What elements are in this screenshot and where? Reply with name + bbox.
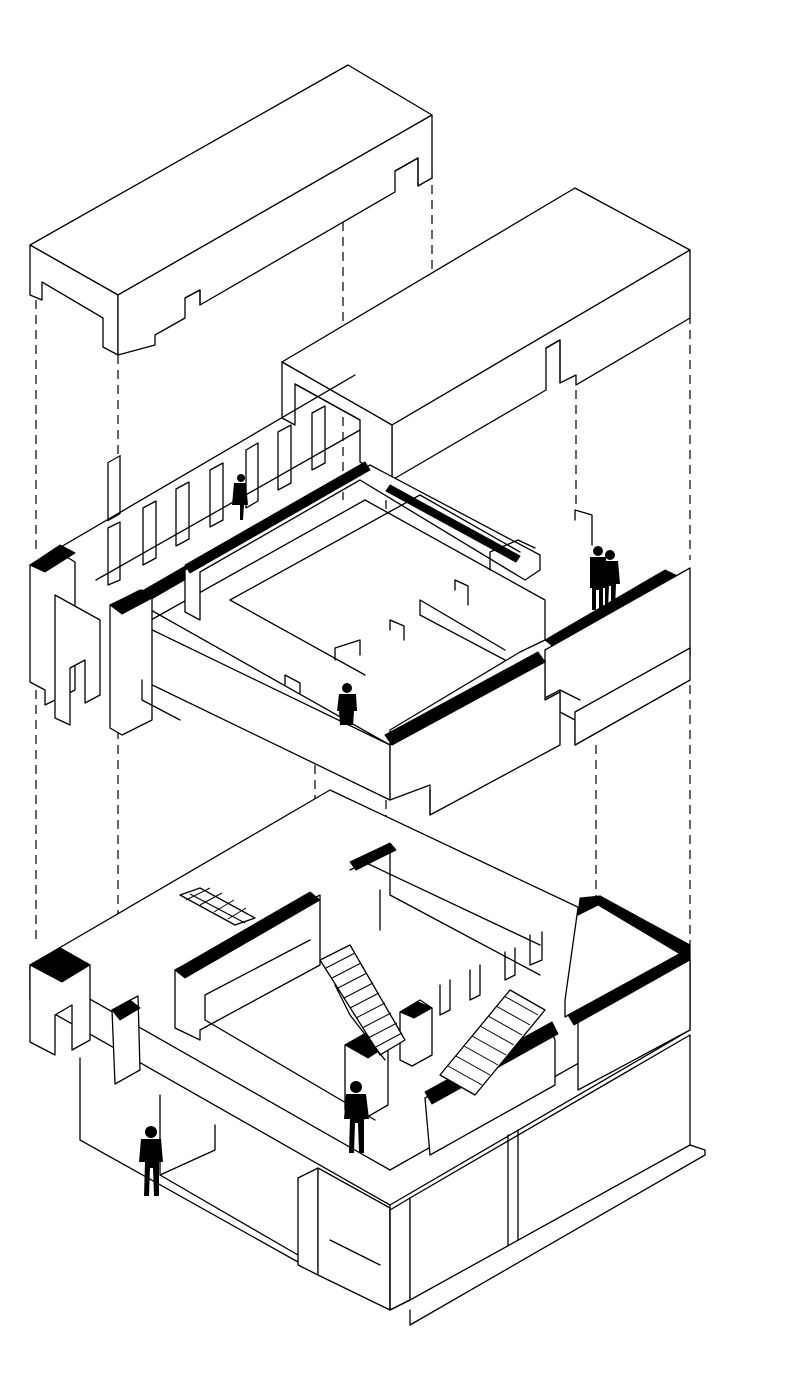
- roof-beam: [29, 64, 433, 356]
- lower-floor: [29, 789, 691, 1206]
- ground-base: [79, 1034, 706, 1326]
- person-silhouette: [232, 474, 248, 520]
- person-silhouette: [602, 550, 620, 608]
- person-silhouette: [344, 1081, 369, 1153]
- upper-floor: [29, 374, 691, 816]
- stair-flight-center: [319, 944, 406, 1061]
- stair-flight-rear: [179, 887, 256, 926]
- person-silhouette: [337, 683, 357, 725]
- upper-roof-block: [281, 187, 691, 481]
- person-silhouette: [590, 546, 606, 610]
- person-silhouette: [139, 1126, 163, 1196]
- upper-balusters: [95, 405, 361, 586]
- stair-flight-right: [439, 989, 546, 1096]
- people: [139, 474, 620, 1196]
